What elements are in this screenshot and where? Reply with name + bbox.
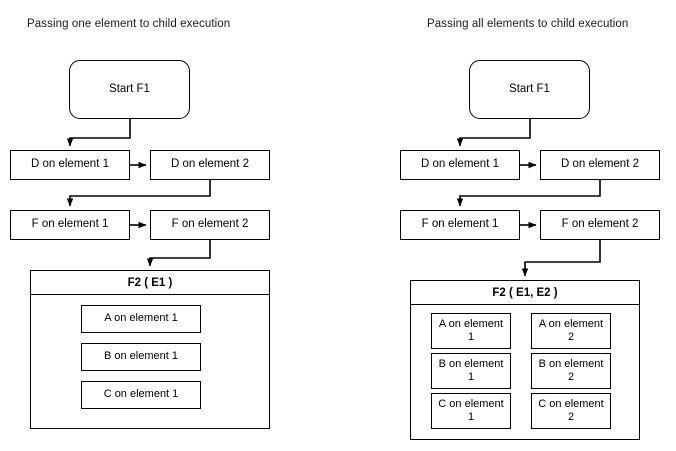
node-start-f1-left[interactable]: Start F1 — [69, 60, 190, 119]
group-f2-e1-left: F2 ( E1 ) A on element 1 B on element 1 … — [30, 270, 270, 429]
inner-node-c-on-element-2-right[interactable]: C on element 2 — [531, 393, 611, 429]
node-d-on-element-1-left[interactable]: D on element 1 — [10, 150, 130, 180]
inner-node-a-on-element-1-left[interactable]: A on element 1 — [81, 305, 201, 333]
node-f-on-element-1-right[interactable]: F on element 1 — [400, 210, 520, 240]
inner-node-b-on-element-1-left[interactable]: B on element 1 — [81, 343, 201, 371]
node-f-on-element-2-left[interactable]: F on element 2 — [150, 210, 270, 240]
inner-node-c-on-element-1-left[interactable]: C on element 1 — [81, 381, 201, 409]
connector-left-start-to-d1 — [66, 119, 131, 147]
group-f2-e1-header-left: F2 ( E1 ) — [31, 271, 269, 295]
connector-right-start-to-d1 — [456, 119, 531, 147]
inner-node-b-on-element-2-right[interactable]: B on element 2 — [531, 353, 611, 389]
connector-right-d2-to-f1 — [456, 180, 601, 207]
inner-node-a-on-element-2-right[interactable]: A on element 2 — [531, 313, 611, 349]
node-d-on-element-2-left[interactable]: D on element 2 — [150, 150, 270, 180]
node-d-on-element-2-right[interactable]: D on element 2 — [540, 150, 660, 180]
group-f2-e1-e2-right: F2 ( E1, E2 ) A on element 1 B on elemen… — [410, 280, 640, 440]
inner-node-b-on-element-1-right[interactable]: B on element 1 — [431, 353, 511, 389]
node-start-f1-right[interactable]: Start F1 — [469, 60, 590, 119]
connector-left-f2-to-group — [146, 240, 211, 267]
node-f-on-element-2-right[interactable]: F on element 2 — [540, 210, 660, 240]
connector-left-d2-to-f1 — [66, 180, 211, 207]
inner-node-a-on-element-1-right[interactable]: A on element 1 — [431, 313, 511, 349]
connector-right-f2-to-group — [521, 240, 601, 277]
panel-title-right: Passing all elements to child execution — [427, 18, 629, 30]
node-f-on-element-1-left[interactable]: F on element 1 — [10, 210, 130, 240]
inner-node-c-on-element-1-right[interactable]: C on element 1 — [431, 393, 511, 429]
group-f2-e1-e2-header-right: F2 ( E1, E2 ) — [411, 281, 639, 305]
node-d-on-element-1-right[interactable]: D on element 1 — [400, 150, 520, 180]
panel-title-left: Passing one element to child execution — [27, 18, 231, 30]
